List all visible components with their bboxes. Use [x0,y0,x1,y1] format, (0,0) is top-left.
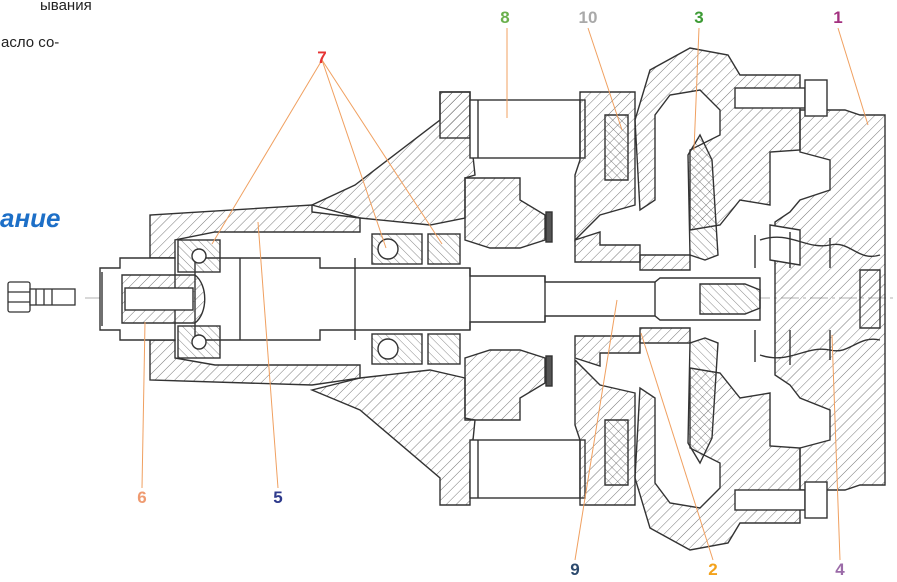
callout-9: 9 [570,560,580,579]
leader-lines [141,27,869,561]
callout-10: 10 [578,8,598,27]
callout-1: 1 [833,8,843,27]
callout-5: 5 [273,488,283,507]
pump-housing [99,47,886,551]
body-text-fragment-2: асло со- [1,34,60,51]
callout-3: 3 [694,8,704,27]
callout-6: 6 [137,488,147,507]
callout-7: 7 [317,48,327,67]
callout-4: 4 [835,560,845,579]
section-heading-fragment: ание [0,203,61,233]
body-text-fragment-1: ывания [40,0,92,14]
ball-bearings [177,233,461,365]
callout-8: 8 [500,8,510,27]
callout-2: 2 [708,560,718,579]
loose-bolt [7,281,76,313]
